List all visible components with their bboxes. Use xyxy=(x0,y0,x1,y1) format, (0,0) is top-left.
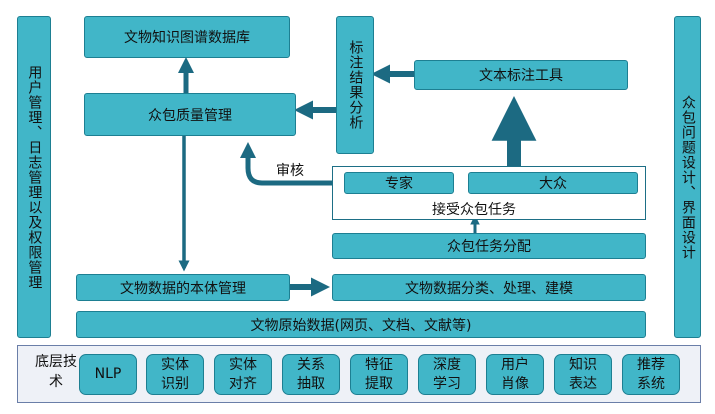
accept-task-label: 接受众包任务 xyxy=(432,202,516,218)
arrow-review xyxy=(239,142,344,186)
tech-chip-user-portrait: 用户 肖像 xyxy=(486,354,544,395)
tech-chip-label: 特征 提取 xyxy=(365,356,393,392)
node-kg-db-label: 文物知识图谱数据库 xyxy=(124,30,250,46)
node-classify: 文物数据分类、处理、建模 xyxy=(332,274,646,301)
tech-chip-entity-alignment: 实体 对齐 xyxy=(214,354,272,395)
tech-chip-recommendation-system: 推荐 系统 xyxy=(622,354,680,395)
node-expert-label: 专家 xyxy=(385,176,413,192)
tech-chip-nlp: NLP xyxy=(79,354,137,395)
node-text-annotation-tool-label: 文本标注工具 xyxy=(479,68,563,84)
node-crowd-quality-label: 众包质量管理 xyxy=(148,107,232,124)
right-panel-crowd-design: 众包问题设计、界面设计 xyxy=(674,16,701,338)
node-annotation-analysis-label: 标注结果分析 xyxy=(347,40,364,130)
tech-chip-feature-extraction: 特征 提取 xyxy=(350,354,408,395)
right-panel-label: 众包问题设计、界面设计 xyxy=(679,94,696,260)
node-ontology: 文物数据的本体管理 xyxy=(76,274,290,301)
tech-chip-label: 深度 学习 xyxy=(433,356,461,392)
node-crowd-quality: 众包质量管理 xyxy=(84,93,296,136)
node-text-annotation-tool: 文本标注工具 xyxy=(414,60,628,90)
node-public: 大众 xyxy=(468,172,638,194)
tech-chip-label: 知识 表达 xyxy=(569,356,597,392)
tech-chip-knowledge-representation: 知识 表达 xyxy=(554,354,612,395)
tech-chip-label: 推荐 系统 xyxy=(637,356,665,392)
tech-chip-label: 实体 对齐 xyxy=(229,356,257,392)
node-classify-label: 文物数据分类、处理、建模 xyxy=(405,280,573,297)
tech-chip-label: 关系 抽取 xyxy=(297,356,325,392)
bottom-tech-label: 底层技术 xyxy=(35,354,77,390)
node-task-assign: 众包任务分配 xyxy=(332,233,646,259)
left-panel-user-log-permission: 用户管理、日志管理以及权限管理 xyxy=(17,16,51,338)
tech-chip-label: 实体 识别 xyxy=(161,356,189,392)
tech-chip-deep-learning: 深度 学习 xyxy=(418,354,476,395)
node-kg-db: 文物知识图谱数据库 xyxy=(84,16,290,58)
tech-chip-label: NLP xyxy=(94,366,122,382)
node-ontology-label: 文物数据的本体管理 xyxy=(120,280,246,297)
node-expert: 专家 xyxy=(344,172,454,194)
left-panel-label: 用户管理、日志管理以及权限管理 xyxy=(26,64,43,290)
tech-chip-relation-extraction: 关系 抽取 xyxy=(282,354,340,395)
edge-label-review: 审核 xyxy=(276,163,304,179)
node-public-label: 大众 xyxy=(539,176,567,192)
node-raw-data-label: 文物原始数据(网页、文档、文献等) xyxy=(250,317,472,334)
tech-chip-entity-recognition: 实体 识别 xyxy=(146,354,204,395)
node-task-assign-label: 众包任务分配 xyxy=(447,239,531,255)
node-raw-data: 文物原始数据(网页、文档、文献等) xyxy=(76,311,646,338)
tech-chip-label: 用户 肖像 xyxy=(501,356,529,392)
node-annotation-analysis: 标注结果分析 xyxy=(336,16,374,154)
